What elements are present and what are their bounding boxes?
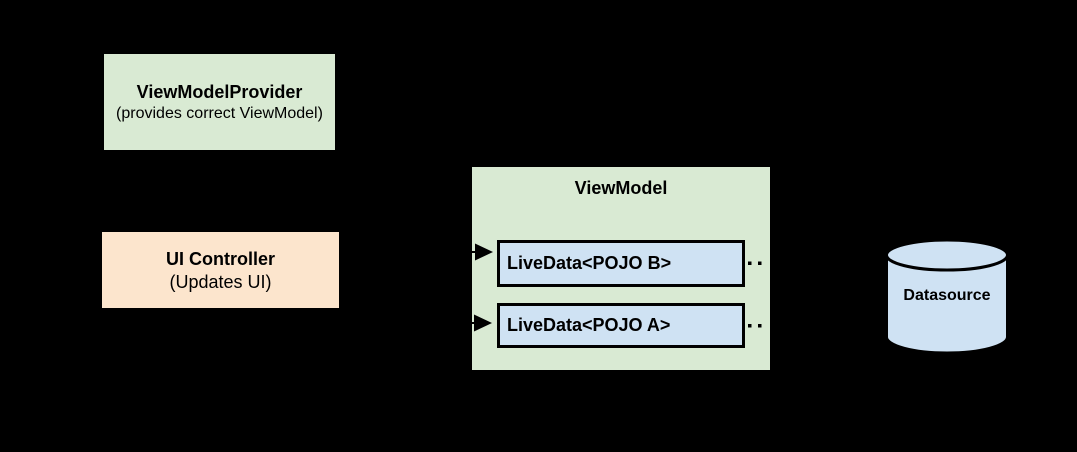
viewmodelprovider-title: ViewModelProvider bbox=[136, 81, 303, 102]
viewmodel-box: ViewModel LiveData<POJO B> LiveData<POJO… bbox=[472, 167, 770, 370]
cylinder-body bbox=[885, 255, 1009, 355]
datasource-label: Datasource bbox=[903, 287, 991, 304]
ui-controller-subtitle: (Updates UI) bbox=[169, 271, 272, 292]
observe-arrow-a bbox=[345, 314, 492, 332]
livedata-pojo-a-label: LiveData<POJO A> bbox=[507, 315, 671, 335]
datasource-cylinder: Datasource bbox=[884, 238, 1010, 355]
database-cylinder-icon bbox=[885, 238, 1009, 355]
ui-controller-title: UI Controller bbox=[165, 248, 275, 269]
viewmodelprovider-subtitle: (provides correct ViewModel) bbox=[116, 104, 323, 122]
ui-controller-box: UI Controller (Updates UI) bbox=[102, 232, 339, 308]
viewmodelprovider-box: ViewModelProvider (provides correct View… bbox=[104, 54, 335, 150]
livedata-pojo-a-box: LiveData<POJO A> bbox=[497, 303, 745, 348]
observe-arrow-b bbox=[345, 243, 493, 261]
viewmodel-title: ViewModel bbox=[574, 178, 668, 198]
livedata-pojo-b-box: LiveData<POJO B> bbox=[497, 240, 745, 287]
livedata-pojo-b-label: LiveData<POJO B> bbox=[507, 253, 672, 273]
cylinder-top bbox=[885, 238, 1009, 272]
